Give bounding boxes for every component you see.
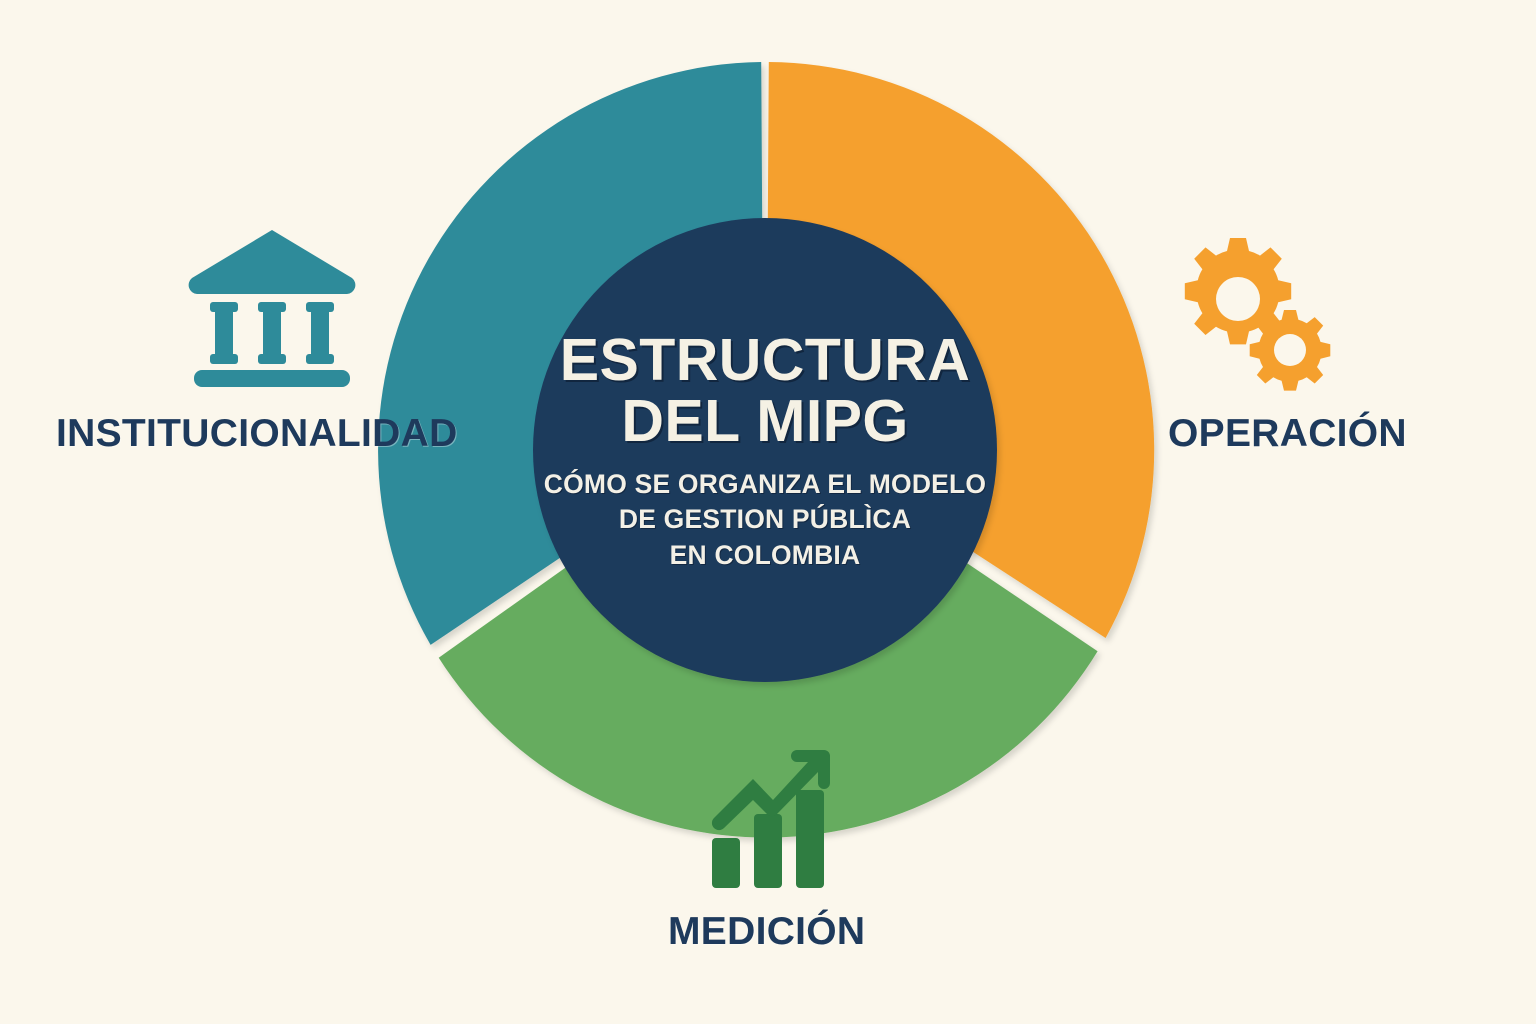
bank-institution-icon (188, 230, 356, 387)
segment-label-medicion[interactable]: MEDICIÓN (668, 910, 866, 953)
gears-icon (1184, 238, 1331, 391)
segment-label-operacion[interactable]: OPERACIÓN (1168, 412, 1407, 455)
growth-chart-icon (711, 750, 830, 888)
center-hub-circle (533, 218, 997, 682)
segment-label-institucionalidad[interactable]: INSTITUCIONALIDAD (56, 412, 458, 455)
